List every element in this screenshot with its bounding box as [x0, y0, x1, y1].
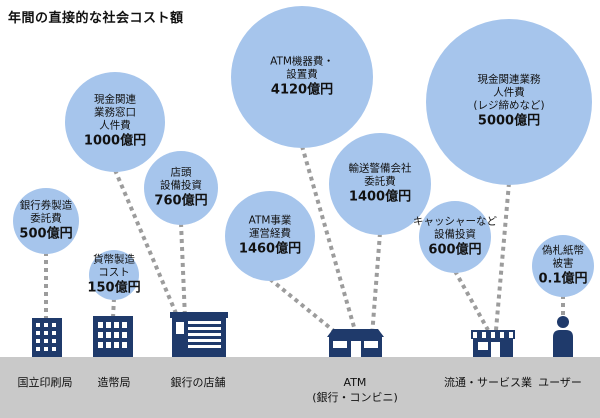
bubble-category: 運営経費	[249, 227, 291, 240]
cost-bubble	[231, 6, 373, 148]
bubble-category: 設置費	[286, 68, 318, 81]
location-name: 造幣局	[97, 376, 131, 389]
connector-line	[111, 297, 116, 319]
location-name: 国立印刷局	[17, 376, 73, 389]
location-label: 国立印刷局	[18, 376, 73, 391]
location-label: 流通・サービス業	[444, 376, 532, 391]
connector-line	[113, 169, 180, 319]
bubble-value: 760億円	[154, 193, 208, 209]
bubble-category: 業務窓口	[94, 106, 136, 119]
bubble-value: 1400億円	[348, 189, 412, 205]
factory-building-icon	[93, 316, 133, 358]
cost-bubble	[419, 201, 491, 273]
bubble-category: 委託費	[364, 175, 396, 188]
bubble-category: (レジ締めなど)	[473, 99, 545, 112]
bubble-category: コスト	[98, 266, 130, 279]
cost-bubble	[89, 250, 139, 300]
office-building-icon	[32, 318, 62, 358]
location-name: (銀行・コンビニ)	[312, 390, 398, 404]
cost-bubble	[65, 72, 165, 172]
connector-line	[370, 232, 382, 337]
bubble-category: 輸送警備会社	[348, 162, 412, 175]
ground-strip	[0, 357, 600, 418]
location-name: ATM	[343, 376, 367, 389]
person-icon	[553, 316, 573, 358]
connector-line	[453, 270, 490, 331]
bubble-value: 1000億円	[83, 134, 147, 150]
bubble-value: 5000億円	[477, 114, 541, 130]
location-label: ユーザー	[538, 376, 582, 391]
bubble-value: 1460億円	[238, 241, 302, 257]
bubble-category: ATM機器費・	[270, 55, 334, 68]
bubble-category: 被害	[552, 257, 574, 270]
cost-bubble	[426, 19, 592, 185]
location-label: 銀行の店舗	[171, 376, 226, 391]
bubble-category: 店頭	[170, 166, 192, 179]
chart-title: 年間の直接的な社会コスト額	[8, 11, 184, 26]
bubble-category: 人件費	[493, 86, 525, 99]
bubble-category: 人件費	[99, 119, 131, 132]
cost-bubble	[13, 188, 79, 254]
bubble-label: 現金関連業務人件費(レジ締めなど) 5000億円	[473, 74, 544, 131]
bank-branch-icon	[170, 312, 228, 358]
bubble-category: 銀行券製造	[19, 199, 73, 212]
bubble-value: 600億円	[428, 242, 482, 258]
bubble-category: 貨幣製造	[92, 253, 135, 266]
atm-shop-icon	[327, 329, 384, 358]
location-label: ATM(銀行・コンビニ)	[312, 376, 398, 406]
location-name: 流通・サービス業	[444, 376, 532, 389]
bubble-category: 偽札紙幣	[542, 244, 584, 257]
bubble-label: 現金関連業務窓口人件費 1000億円	[84, 94, 146, 151]
bubble-value: 150億円	[87, 280, 141, 296]
bubble-category: 現金関連	[94, 93, 136, 106]
bubble-category: 設備投資	[434, 228, 476, 241]
cost-bubble	[532, 235, 594, 297]
location-label: 造幣局	[98, 376, 131, 391]
bubble-category: 設備投資	[159, 179, 202, 192]
bubble-value: 4120億円	[270, 82, 334, 98]
connector-line	[179, 222, 187, 319]
bubble-category: 委託費	[30, 212, 62, 225]
store-icon	[471, 330, 515, 358]
connector-line	[300, 145, 358, 335]
bubble-category: ATM事業	[248, 214, 292, 227]
bubble-value: 500億円	[19, 226, 73, 242]
bubble-category: 現金関連業務	[477, 73, 541, 86]
connector-line	[268, 277, 342, 338]
location-name: ユーザー	[538, 376, 582, 389]
cost-bubble	[225, 191, 315, 281]
cost-bubble	[329, 133, 431, 235]
location-name: 銀行の店舗	[170, 376, 226, 389]
bubble-value: 0.1億円	[538, 271, 588, 287]
bubble-category: キャッシャーなど	[413, 215, 497, 228]
cost-bubble	[144, 151, 218, 225]
connector-line	[494, 182, 511, 331]
